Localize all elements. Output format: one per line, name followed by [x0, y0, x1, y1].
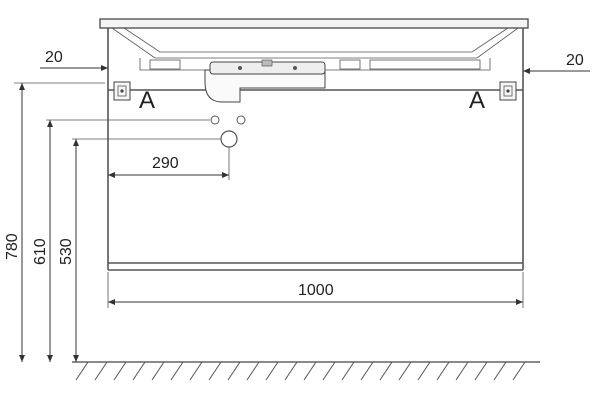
- drain-icon: [220, 130, 238, 148]
- right-bracket-icon: [499, 81, 517, 101]
- dim-height-530-label: 530: [58, 238, 75, 265]
- hatch-line: [132, 361, 146, 381]
- hatch-line: [189, 361, 203, 381]
- hatch-line: [379, 361, 393, 381]
- dim-width: [107, 272, 524, 308]
- hatch-line: [455, 361, 469, 381]
- dim-top-right-label: 20: [566, 52, 584, 69]
- hatch-line: [246, 361, 260, 381]
- hatch-line: [436, 361, 450, 381]
- hatch-line: [417, 361, 431, 381]
- hatch-line: [474, 361, 488, 381]
- marker-a-left: A: [139, 87, 155, 114]
- hatch-line: [151, 361, 165, 381]
- dim-height-780-label: 780: [4, 233, 21, 260]
- hatch-line: [94, 361, 108, 381]
- hatch-line: [322, 361, 336, 381]
- dim-top-left-label: 20: [45, 49, 63, 66]
- hatch-line: [265, 361, 279, 381]
- dim-height-610-label: 610: [32, 238, 49, 265]
- hatch-line: [493, 361, 507, 381]
- dim-heights: [14, 82, 221, 362]
- hatch-line: [170, 361, 184, 381]
- water-inlet-icons: [210, 115, 246, 125]
- siphon-icon: [204, 59, 326, 103]
- marker-a-right: A: [469, 87, 485, 114]
- hatch-line: [208, 361, 222, 381]
- dim-width-label: 1000: [298, 282, 334, 299]
- hatch-line: [227, 361, 241, 381]
- hatch-line: [398, 361, 412, 381]
- dim-top-left: [40, 55, 109, 75]
- hatch-line: [75, 361, 89, 381]
- dim-top-right: [522, 55, 590, 75]
- hatch-line: [303, 361, 317, 381]
- dim-drain-label: 290: [152, 155, 179, 172]
- floor-hatching: [72, 361, 540, 381]
- hatch-line: [113, 361, 127, 381]
- hatch-line: [284, 361, 298, 381]
- hatch-line: [360, 361, 374, 381]
- hatch-line: [341, 361, 355, 381]
- hatch-line: [512, 361, 526, 381]
- left-bracket-icon: [113, 81, 131, 101]
